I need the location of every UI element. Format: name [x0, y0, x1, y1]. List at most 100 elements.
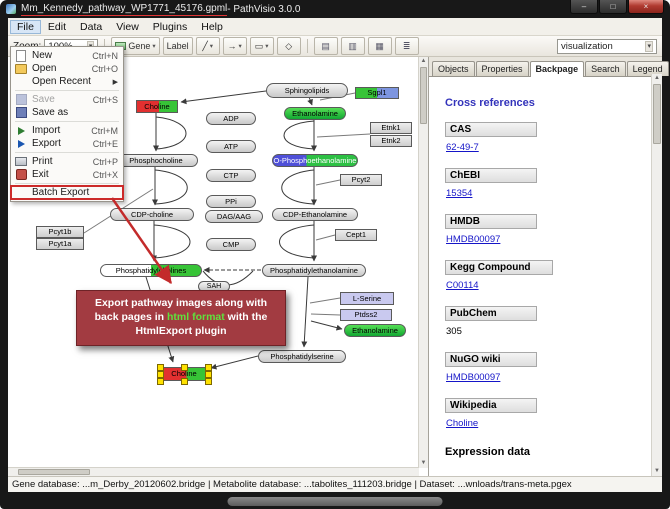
menu-data[interactable]: Data — [80, 20, 103, 33]
node-etnk2[interactable]: Etnk2 — [370, 135, 412, 147]
sidebar-tabs: Objects Properties Backpage Search Legen… — [429, 57, 669, 77]
callout-highlight: html format — [167, 311, 225, 324]
line-tool-button[interactable]: ╱ ▾ — [195, 37, 220, 55]
tab-legend[interactable]: Legend — [626, 61, 669, 76]
selection-handle[interactable] — [181, 378, 188, 385]
node-atp[interactable]: ATP — [206, 140, 256, 153]
selection-handle[interactable] — [205, 364, 212, 371]
menubar: File Edit Data View Plugins Help — [8, 18, 662, 36]
minimize-button[interactable]: – — [570, 0, 598, 14]
label-tool-button[interactable]: Label — [162, 37, 193, 55]
menu-file[interactable]: File — [10, 19, 41, 34]
scroll-up-icon[interactable]: ▲ — [420, 58, 427, 64]
node-ethanolamine-bottom[interactable]: Ethanolamine — [344, 324, 406, 337]
shape-icon: ▭ — [254, 40, 264, 51]
node-ethanolamine-top[interactable]: Ethanolamine — [284, 107, 346, 120]
file-menu-new[interactable]: New Ctrl+N — [11, 49, 123, 62]
node-adp[interactable]: ADP — [206, 112, 256, 125]
menu-edit[interactable]: Edit — [47, 20, 67, 33]
canvas-vertical-scrollbar[interactable]: ▲ ▼ — [418, 57, 428, 468]
file-menu-save[interactable]: Save Ctrl+S — [11, 93, 123, 106]
node-phosphatidylserine[interactable]: Phosphatidylserine — [258, 350, 346, 363]
node-l-serine[interactable]: L-Serine — [340, 292, 394, 305]
node-phosphatidylethanolamine[interactable]: Phosphatidylethanolamine — [262, 264, 366, 277]
node-sphingolipids[interactable]: Sphingolipids — [266, 83, 348, 98]
selection-handle[interactable] — [157, 378, 164, 385]
crossref-link-wikipedia[interactable]: Choline — [446, 418, 479, 429]
node-ctp[interactable]: CTP — [206, 169, 256, 182]
crossref-link-hmdb[interactable]: HMDB00097 — [446, 234, 501, 245]
selection-handle[interactable] — [205, 378, 212, 385]
node-phosphatidylcholines[interactable]: Phosphatidylcholines — [100, 264, 202, 277]
selection-handle[interactable] — [157, 371, 164, 378]
line-icon: ╱ — [202, 40, 208, 51]
visualization-value: visualization — [561, 40, 613, 52]
node-choline-top[interactable]: Choline — [136, 100, 178, 113]
shape-tool-button[interactable]: ▭ ▾ — [249, 37, 274, 55]
distribute-button[interactable]: ≣ — [394, 37, 419, 55]
file-menu-save-as[interactable]: Save as — [11, 106, 123, 119]
backpage-heading: Cross references — [445, 97, 535, 109]
chevron-down-icon: ▾ — [152, 43, 156, 50]
menu-plugins[interactable]: Plugins — [152, 20, 188, 33]
node-sgpl1[interactable]: Sgpl1 — [355, 87, 399, 99]
callout-text: with the HtmlExport plugin — [135, 311, 268, 337]
crossref-link-chebi[interactable]: 15354 — [446, 188, 473, 199]
menu-help[interactable]: Help — [201, 20, 223, 33]
canvas-horizontal-scrollbar[interactable] — [8, 467, 419, 476]
chevron-down-icon: ▾ — [265, 43, 269, 50]
node-pcyt2[interactable]: Pcyt2 — [340, 174, 382, 186]
align-vertical-button[interactable]: ▥ — [340, 37, 365, 55]
tab-search[interactable]: Search — [585, 61, 626, 76]
crossref-header-chebi: ChEBI — [445, 168, 537, 183]
callout-text: Export pathway images along with back pa… — [94, 297, 268, 324]
file-menu-batch-export[interactable]: Batch Export — [10, 185, 124, 200]
selection-handle[interactable] — [205, 371, 212, 378]
align-horizontal-icon: ▤ — [321, 40, 330, 51]
crossref-link-nugo[interactable]: HMDB00097 — [446, 372, 501, 383]
selection-handle[interactable] — [181, 364, 188, 371]
file-menu-import[interactable]: Import Ctrl+M — [11, 124, 123, 137]
align-horizontal-button[interactable]: ▤ — [313, 37, 338, 55]
scroll-down-icon[interactable]: ▼ — [654, 468, 660, 474]
visualization-combo[interactable]: visualization ▾ — [557, 38, 657, 54]
tab-properties[interactable]: Properties — [475, 61, 529, 76]
node-o-phosphoethanolamine[interactable]: O-Phosphoethanolamine — [272, 154, 358, 167]
file-menu-export[interactable]: Export Ctrl+E — [11, 137, 123, 150]
node-ptdss2[interactable]: Ptdss2 — [340, 309, 392, 321]
node-etnk1[interactable]: Etnk1 — [370, 122, 412, 134]
scroll-up-icon[interactable]: ▲ — [654, 75, 660, 81]
template-tool-button[interactable]: ◇ — [276, 37, 301, 55]
export-icon — [15, 138, 27, 149]
node-ppi[interactable]: PPi — [206, 195, 256, 208]
diamond-icon: ◇ — [285, 40, 293, 51]
sidebar: Objects Properties Backpage Search Legen… — [428, 57, 669, 476]
file-menu-open-recent[interactable]: Open Recent ▶ — [32, 76, 118, 87]
exit-icon — [15, 169, 27, 180]
node-phosphocholine[interactable]: Phosphocholine — [114, 154, 198, 167]
sidebar-scrollbar[interactable]: ▲ ▼ — [651, 74, 662, 476]
file-menu-open[interactable]: Open Ctrl+O — [11, 62, 123, 75]
node-cmp[interactable]: CMP — [206, 238, 256, 251]
align-grid-button[interactable]: ▦ — [367, 37, 392, 55]
node-dag[interactable]: DAG/AAG — [205, 210, 263, 223]
node-cdp-ethanolamine[interactable]: CDP-Ethanolamine — [272, 208, 358, 221]
node-pcyt1a[interactable]: Pcyt1a — [36, 238, 84, 250]
tab-backpage[interactable]: Backpage — [529, 61, 585, 77]
file-menu-exit[interactable]: Exit Ctrl+X — [11, 168, 123, 181]
crossref-link-kegg[interactable]: C00114 — [446, 280, 479, 291]
node-cept1[interactable]: Cept1 — [335, 229, 377, 241]
connector-tool-button[interactable]: → ▾ — [222, 37, 247, 55]
maximize-button[interactable]: □ — [599, 0, 627, 14]
node-cdp-choline[interactable]: CDP-choline — [110, 208, 194, 221]
scroll-down-icon[interactable]: ▼ — [420, 460, 427, 466]
node-pcyt1b[interactable]: Pcyt1b — [36, 226, 84, 238]
crossref-header-nugo: NuGO wiki — [445, 352, 537, 367]
printer-icon — [15, 156, 27, 167]
selection-handle[interactable] — [157, 364, 164, 371]
tab-objects[interactable]: Objects — [432, 61, 475, 76]
crossref-link-cas[interactable]: 62-49-7 — [446, 142, 479, 153]
menu-view[interactable]: View — [116, 20, 139, 33]
close-button[interactable]: × — [628, 0, 664, 14]
file-menu-print[interactable]: Print Ctrl+P — [11, 155, 123, 168]
